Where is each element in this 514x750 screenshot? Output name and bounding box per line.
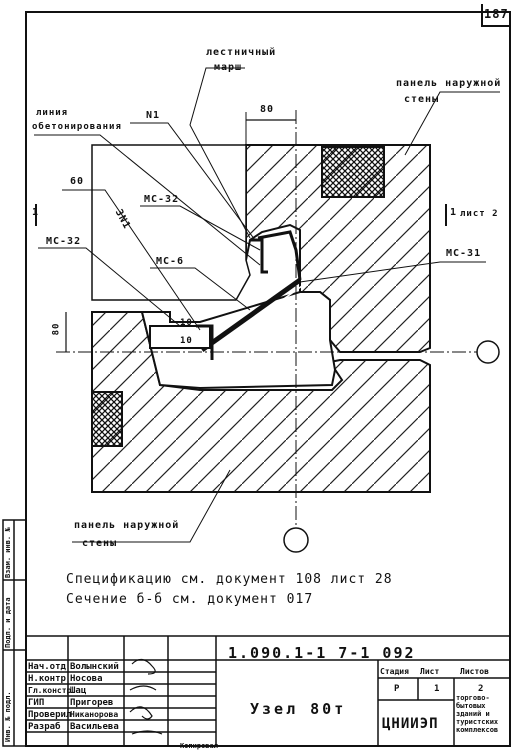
leader-concrete-line xyxy=(34,134,261,266)
stair-slab xyxy=(91,144,251,301)
section-ref-left: 1 xyxy=(32,207,40,218)
label-panel-top: панель наружной xyxy=(396,78,502,89)
page-number: 187 xyxy=(484,7,509,21)
label-mc32-top: МС-32 xyxy=(144,194,180,205)
organization-full: торгово-бытовых зданий и туристских комп… xyxy=(456,694,499,734)
label-panel-bottom-2: стены xyxy=(82,538,118,549)
signature-scribbles xyxy=(129,658,163,735)
sheet-value: 1 xyxy=(434,684,440,694)
label-panel-bottom: панель наружной xyxy=(74,520,180,531)
label-mc31: МС-31 xyxy=(446,248,482,259)
role-3: ГИП xyxy=(28,698,45,708)
label-dim-80-top: 80 xyxy=(260,104,275,115)
name-0: Волынский xyxy=(70,662,119,672)
sheet-header: Лист xyxy=(420,667,440,676)
label-stair: лестничный xyxy=(206,47,277,58)
note-specification: Спецификацию см. документ 108 лист 28 xyxy=(66,572,393,587)
drawing-title: Узел 80т xyxy=(250,700,347,718)
sheets-header: Листов xyxy=(460,667,489,676)
organization: ЦНИИЭП xyxy=(382,716,439,732)
section-ref-right: 1 xyxy=(450,207,458,218)
name-5: Васильева xyxy=(70,722,119,732)
sidebar-sign-date: Подп. и дата xyxy=(4,597,12,648)
upper-insulation-block xyxy=(321,146,385,198)
stage-header: Стадия xyxy=(380,667,409,676)
label-mc6: МС-6 xyxy=(156,256,185,267)
name-4: Никанорова xyxy=(70,710,119,719)
leader-panel-top xyxy=(404,91,500,156)
name-3: Пригорев xyxy=(70,698,114,708)
label-dim-10a: 10 xyxy=(180,318,193,328)
role-2: Гл.констр xyxy=(28,686,72,695)
sheet-frame xyxy=(25,11,511,747)
anchor-rod-inner xyxy=(205,285,303,355)
anchor-rod-mc6 xyxy=(200,277,302,353)
stage-value: Р xyxy=(394,684,400,694)
lower-insulation-block xyxy=(91,391,123,447)
role-4: Проверил xyxy=(28,710,72,720)
label-dim-10b: 10 xyxy=(180,336,193,346)
label-panel-top-2: стены xyxy=(404,94,440,105)
role-0: Нач.отд xyxy=(28,662,66,672)
leader-mc32-left xyxy=(38,247,181,327)
sheets-value: 2 xyxy=(478,684,484,694)
leader-panel-bottom xyxy=(72,469,231,543)
label-stair-2: марш xyxy=(214,62,243,73)
sidebar-labels: Взам. инв. № Подп. и дата Инв. № подл. xyxy=(2,520,22,745)
note-section: Сечение б-б см. документ 017 xyxy=(66,592,314,607)
embedded-angle xyxy=(196,324,214,360)
label-dim-60: 60 xyxy=(70,176,85,187)
sidebar-inv-number: Инв. № подл. xyxy=(4,691,12,742)
label-n1: N1 xyxy=(146,110,161,121)
leader-60 xyxy=(62,189,201,331)
section-ref-right-text: лист 2 xyxy=(460,209,499,219)
label-mc32-left: МС-32 xyxy=(46,236,82,247)
name-1: Носова xyxy=(70,674,103,684)
leader-stair xyxy=(189,67,251,239)
role-5: Разраб xyxy=(28,722,61,732)
role-1: Н.контр xyxy=(28,674,66,684)
title-block-grid xyxy=(26,635,510,746)
sidebar-stamp xyxy=(2,519,27,747)
leader-mc32-top xyxy=(140,205,261,251)
sidebar-replace-inv: Взам. инв. № xyxy=(4,527,12,578)
joint-concrete xyxy=(140,291,337,390)
document-code: 1.090.1-1 7-1 092 xyxy=(228,644,416,662)
label-dim-80-left: 80 xyxy=(51,322,62,336)
name-2: Шац xyxy=(70,686,87,696)
bottom-caption: Копировал xyxy=(180,742,218,750)
leader-n1 xyxy=(130,122,256,241)
axis-marker-bottom xyxy=(283,527,309,553)
steel-plate-mc31 xyxy=(257,230,302,281)
page-number-box xyxy=(481,4,510,27)
label-concrete-line-2: обетонирования xyxy=(32,122,122,132)
axis-marker-right xyxy=(476,340,500,364)
leader-mc31 xyxy=(299,261,486,283)
leader-mc6 xyxy=(150,267,251,311)
label-concrete-line: линия xyxy=(36,108,69,118)
steel-bracket-mc32 xyxy=(250,238,268,274)
